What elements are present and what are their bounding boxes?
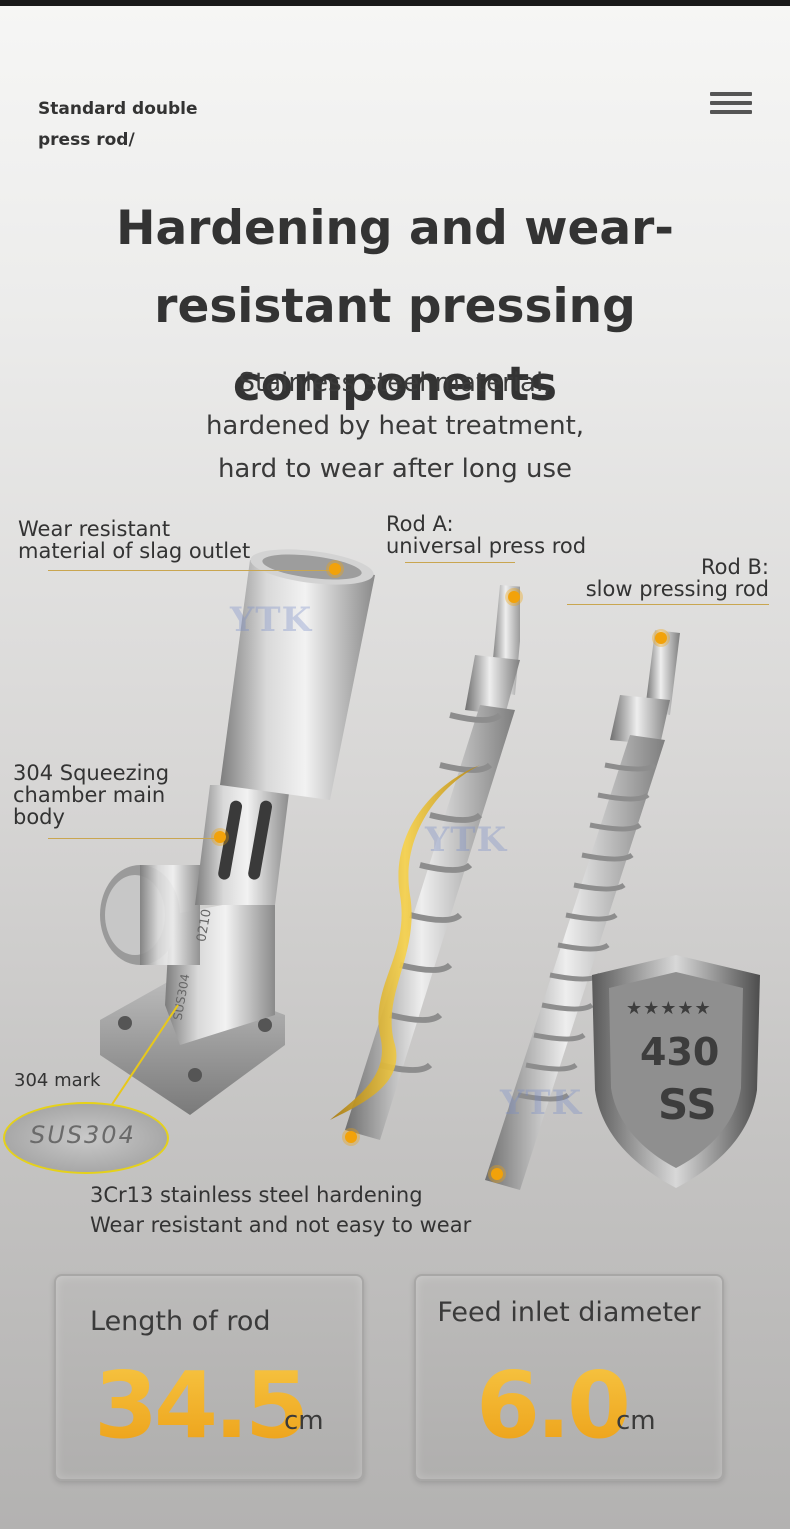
rod-a-image: [330, 585, 520, 1140]
rod-a-label: Rod A: universal press rod: [386, 512, 587, 558]
spec-unit: cm: [616, 1406, 656, 1436]
rod-a-marker[interactable]: [508, 591, 520, 603]
mark-leader-line: [104, 1004, 179, 1116]
shield-stars: ★★★★★: [626, 998, 712, 1019]
spec-value: 6.0: [476, 1352, 631, 1459]
page-subtitle: Stainless steel material, hardened by he…: [205, 368, 585, 484]
slag-outlet-marker[interactable]: [329, 563, 341, 575]
material-caption: 3Cr13 stainless steel hardening Wear res…: [90, 1183, 472, 1237]
spec-value: 34.5: [94, 1352, 309, 1459]
rod-b-label: Rod B: slow pressing rod: [585, 555, 769, 601]
hamburger-menu-icon[interactable]: [710, 92, 752, 118]
spec-label: Feed inlet diameter: [437, 1297, 701, 1328]
spec-card-diameter: Feed inlet diameter 6.0 cm: [414, 1274, 724, 1481]
chamber-label: 304 Squeezing chamber main body: [13, 761, 170, 829]
stamp-callout-text: SUS304: [30, 1121, 136, 1149]
rod-a-line: [405, 562, 515, 563]
spec-unit: cm: [284, 1406, 324, 1436]
page-title: Hardening and wear-resistant pressing co…: [116, 201, 674, 412]
stamp-callout: [3, 1102, 169, 1174]
rod-a-tip-marker[interactable]: [345, 1131, 357, 1143]
rod-b-line: [567, 604, 769, 605]
shield-grade-top: 430: [640, 1030, 720, 1074]
breadcrumb[interactable]: Standard double press rod/: [38, 99, 198, 150]
spec-card-length: Length of rod 34.5 cm: [54, 1274, 364, 1481]
slag-outlet-label: Wear resistant material of slag outlet: [18, 517, 251, 563]
rod-b-tip-marker[interactable]: [491, 1168, 503, 1180]
squeezing-chamber-image: [100, 549, 375, 1115]
watermark: YTK: [230, 600, 313, 640]
watermark: YTK: [500, 1083, 583, 1123]
shield-grade-bottom: SS: [658, 1080, 717, 1129]
rod-b-marker[interactable]: [655, 632, 667, 644]
chamber-line: [48, 838, 218, 839]
mark-label: 304 mark: [14, 1070, 101, 1091]
rod-b-image: [485, 630, 680, 1190]
watermark: YTK: [425, 820, 508, 860]
top-bar: [0, 0, 790, 6]
slag-outlet-line: [48, 570, 336, 571]
shield-badge-icon: [592, 955, 760, 1188]
spec-label: Length of rod: [90, 1306, 271, 1337]
chamber-marker[interactable]: [214, 831, 226, 843]
